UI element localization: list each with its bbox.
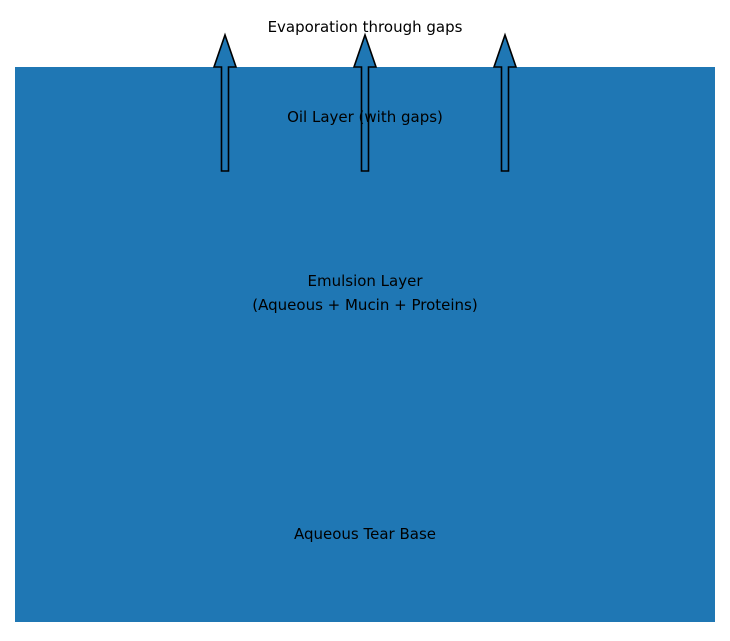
up-arrow-icon [492,32,518,172]
emulsion-layer-sublabel: (Aqueous + Mucin + Proteins) [252,296,477,314]
evaporation-label: Evaporation through gaps [268,18,463,36]
emulsion-layer-label: Emulsion Layer [307,272,423,290]
up-arrow-icon [212,32,238,172]
aqueous-base-label: Aqueous Tear Base [294,525,436,543]
evaporation-arrows [212,32,518,172]
oil-layer-label: Oil Layer (with gaps) [287,108,443,126]
up-arrow-icon [352,32,378,172]
